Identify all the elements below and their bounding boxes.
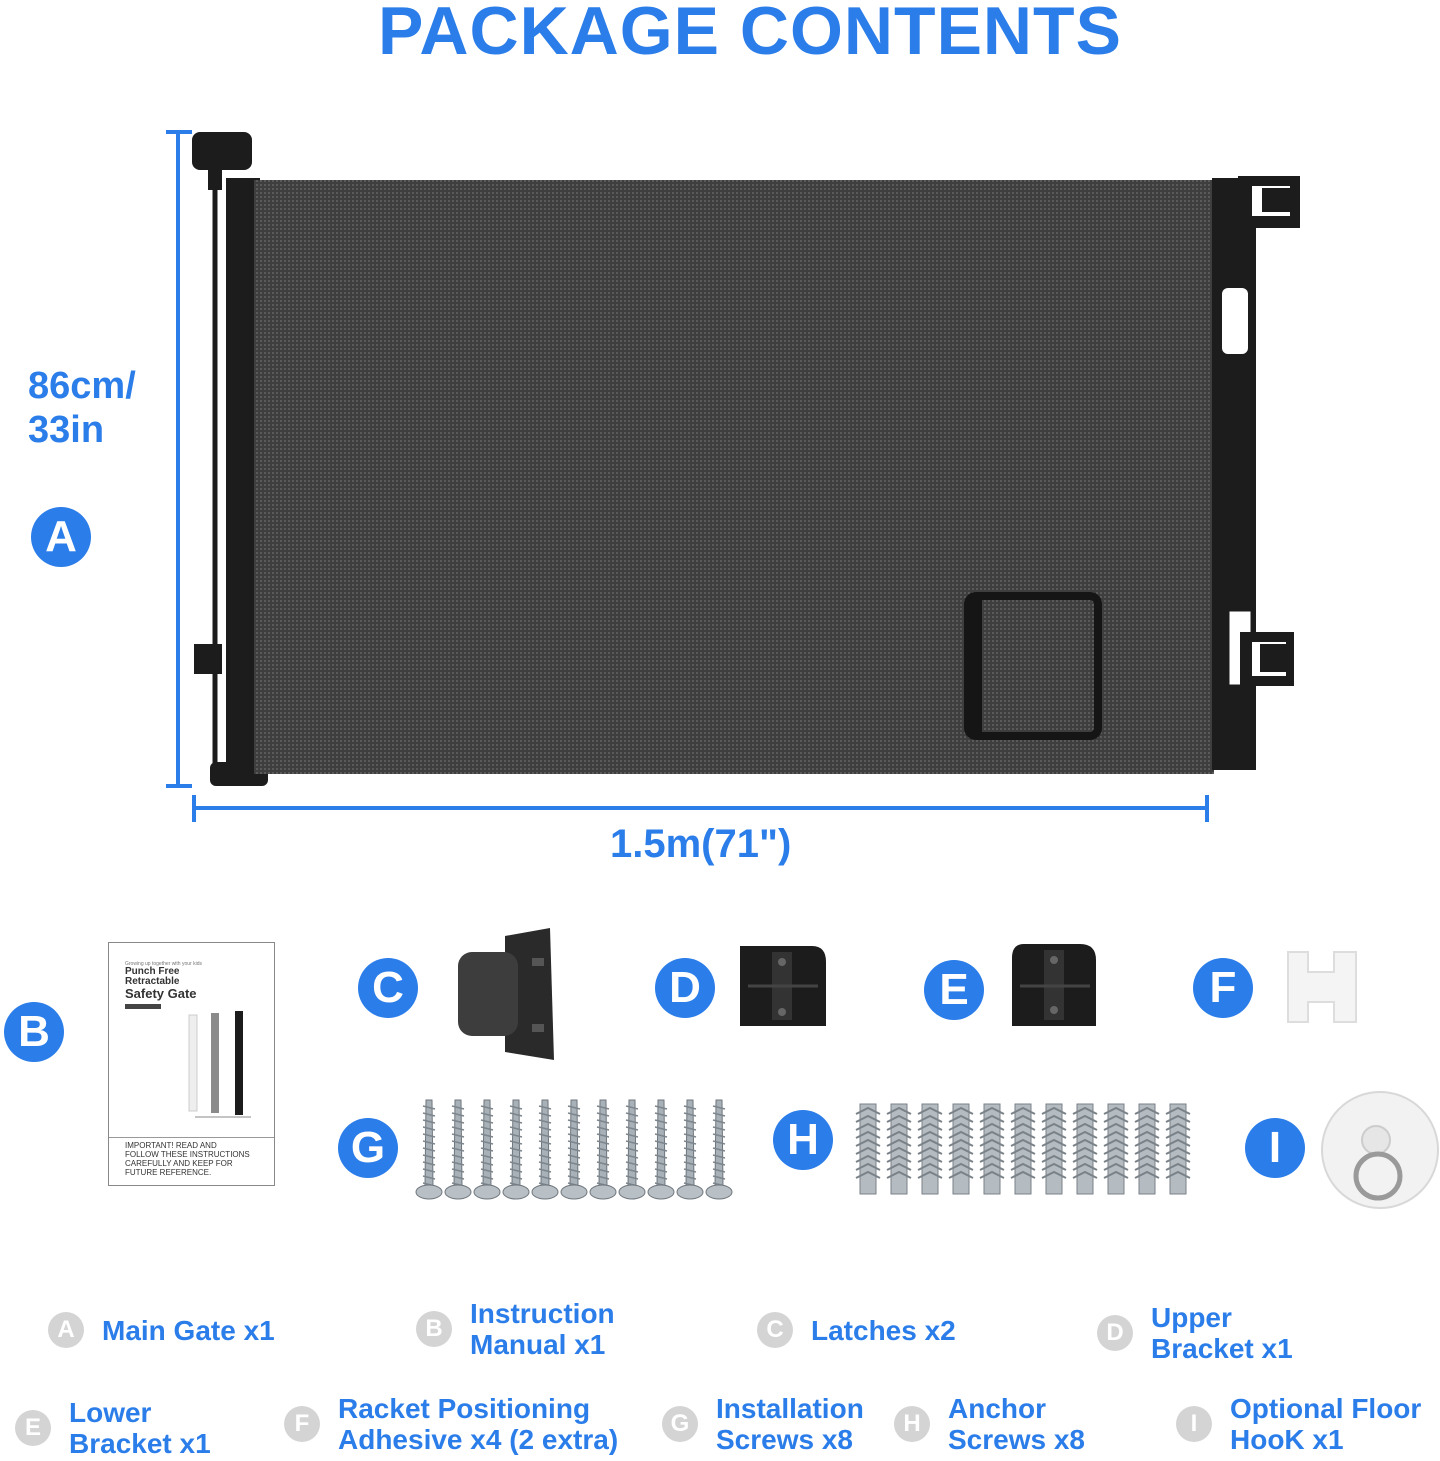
legend-text: Main Gate x1 [102, 1314, 275, 1346]
legend-badge: F [284, 1406, 320, 1442]
screw-icon [444, 1099, 472, 1200]
legend-text: Lower Bracket x1 [69, 1397, 211, 1459]
legend-item-b: B Instruction Manual x1 [416, 1298, 615, 1360]
manual-gate-images [188, 1011, 251, 1118]
height-dimension-line [166, 130, 192, 788]
anchor-icon [948, 1103, 974, 1195]
instruction-manual: Growing up together with your kids Punch… [108, 942, 275, 1186]
screw-icon [705, 1099, 733, 1200]
legend-item-c: C Latches x2 [757, 1312, 956, 1348]
floor-hook-illustration [1321, 1091, 1439, 1209]
legend-badge: C [757, 1312, 793, 1348]
anchor-icon [1072, 1103, 1098, 1195]
anchor-screws-illustration [855, 1103, 1191, 1195]
width-dimension-line [192, 795, 1209, 822]
screw-icon [415, 1099, 443, 1200]
screw-icon [473, 1099, 501, 1200]
part-a-badge: A [31, 507, 91, 567]
legend-text: Anchor Screws x8 [948, 1393, 1085, 1455]
legend-item-i: I Optional Floor HooK x1 [1176, 1393, 1421, 1455]
upper-bracket-illustration [740, 946, 826, 1026]
legend-badge: E [15, 1410, 51, 1446]
legend-item-f: F Racket Positioning Adhesive x4 (2 extr… [284, 1393, 618, 1455]
screw-icon [502, 1099, 530, 1200]
screw-icon [589, 1099, 617, 1200]
screw-icon [647, 1099, 675, 1200]
legend-item-e: E Lower Bracket x1 [15, 1397, 211, 1459]
page-title: PACKAGE CONTENTS [378, 0, 1122, 69]
screw-icon [676, 1099, 704, 1200]
screw-icon [560, 1099, 588, 1200]
latch-illustration [458, 928, 554, 1060]
main-gate-illustration [192, 132, 1300, 786]
legend-item-g: G Installation Screws x8 [662, 1393, 864, 1455]
legend-badge: I [1176, 1406, 1212, 1442]
legend-text: Instruction Manual x1 [470, 1298, 615, 1360]
height-label: 86cm/ 33in [28, 365, 136, 451]
legend-text: Optional Floor HooK x1 [1230, 1393, 1422, 1455]
legend-text: Upper Bracket x1 [1151, 1302, 1293, 1364]
part-g-badge: G [338, 1118, 398, 1178]
legend-text: Latches x2 [811, 1314, 956, 1346]
anchor-icon [1134, 1103, 1160, 1195]
installation-screws-illustration [415, 1099, 733, 1200]
anchor-icon [1103, 1103, 1129, 1195]
legend-item-d: D Upper Bracket x1 [1097, 1302, 1293, 1364]
anchor-icon [1165, 1103, 1191, 1195]
part-c-badge: C [358, 958, 418, 1018]
anchor-icon [855, 1103, 881, 1195]
anchor-icon [886, 1103, 912, 1195]
manual-tag [125, 1004, 161, 1009]
legend-item-h: H Anchor Screws x8 [894, 1393, 1085, 1455]
manual-warning: IMPORTANT! READ AND FOLLOW THESE INSTRUC… [125, 1141, 250, 1177]
legend-badge: D [1097, 1315, 1133, 1351]
width-label: 1.5m(71") [610, 822, 792, 866]
screw-icon [531, 1099, 559, 1200]
manual-title: Punch Free Retractable Safety Gate [125, 966, 197, 1001]
anchor-icon [979, 1103, 1005, 1195]
manual-divider [109, 1137, 274, 1138]
legend-badge: G [662, 1406, 698, 1442]
part-i-badge: I [1245, 1118, 1305, 1178]
manual-tagline: Growing up together with your kids [125, 961, 202, 967]
part-e-badge: E [924, 960, 984, 1020]
legend-text: Installation Screws x8 [716, 1393, 864, 1455]
legend-badge: A [48, 1312, 84, 1348]
lower-bracket-illustration [1012, 944, 1096, 1026]
anchor-icon [917, 1103, 943, 1195]
screw-icon [618, 1099, 646, 1200]
anchor-icon [1041, 1103, 1067, 1195]
part-d-badge: D [655, 958, 715, 1018]
legend-item-a: A Main Gate x1 [48, 1312, 275, 1348]
part-f-badge: F [1193, 958, 1253, 1018]
part-b-badge: B [4, 1002, 64, 1062]
legend-text: Racket Positioning Adhesive x4 (2 extra) [338, 1393, 619, 1455]
legend-badge: H [894, 1406, 930, 1442]
legend-badge: B [416, 1311, 452, 1347]
part-h-badge: H [773, 1110, 833, 1170]
anchor-icon [1010, 1103, 1036, 1195]
adhesive-illustration [1287, 951, 1357, 1023]
